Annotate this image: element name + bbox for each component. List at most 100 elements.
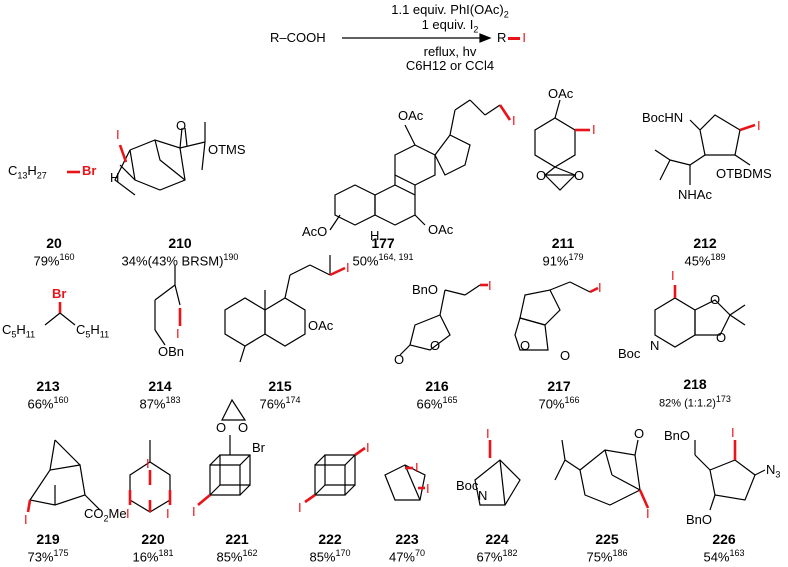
structure-215 — [224, 255, 346, 363]
label-otms: OTMS — [208, 142, 246, 157]
label-o-221a: O — [216, 420, 227, 435]
compound-number: 221 — [225, 531, 249, 547]
label-br-221: Br — [252, 440, 265, 455]
label-oac-215: OAc — [308, 318, 334, 333]
label-oac-177-top: OAc — [398, 108, 424, 123]
label-obn-214: OBn — [158, 344, 185, 359]
label-bno-226-bottom: BnO — [686, 512, 713, 527]
label-i-221: I — [192, 504, 196, 519]
label-o-221b: O — [238, 420, 249, 435]
label-bochn: BocHN — [642, 110, 684, 125]
label-o-216b: O — [394, 352, 405, 367]
compound-number: 222 — [318, 531, 342, 547]
compound-yield: 34%(43% BRSM)190 — [121, 252, 239, 269]
compound-yield: 75%186 — [586, 548, 628, 565]
label-h-177: H — [370, 228, 380, 243]
condition-line-1: reflux, hv — [423, 44, 477, 59]
compound-yield: 82% (1:1.2)173 — [659, 394, 731, 410]
compound-yield: 16%181 — [132, 548, 174, 565]
label-o-211b: O — [574, 168, 585, 183]
structure-212 — [654, 114, 756, 185]
structure-226 — [694, 440, 766, 511]
compound-number: 177 — [371, 235, 395, 251]
label-aco-177: AcO — [302, 224, 328, 239]
structure-223 — [384, 464, 426, 501]
structure-177 — [329, 99, 512, 231]
label-i-220a: I — [146, 456, 150, 471]
label-co2me: CO2Me — [84, 506, 127, 524]
compound-number: 225 — [595, 531, 619, 547]
label-i-222b: I — [298, 500, 302, 515]
structure-220 — [128, 440, 172, 513]
label-i-220c: I — [166, 506, 170, 521]
compound-number: 212 — [693, 235, 717, 251]
condition-line-2: C6H12 or CCl4 — [405, 58, 495, 73]
label-n3: N3 — [766, 462, 781, 480]
compound-yield: 54%163 — [703, 548, 745, 565]
label-o-216a: O — [430, 338, 441, 353]
compound-number: 219 — [36, 531, 60, 547]
label-otbdms: OTBDMS — [716, 166, 772, 181]
compound-yield: 91%179 — [542, 252, 584, 269]
label-i-224: I — [486, 426, 490, 441]
label-br-20: Br — [82, 163, 97, 178]
structure-210 — [114, 122, 206, 196]
label-i-222a: I — [366, 440, 370, 455]
compound-yield: 50%164, 191 — [352, 252, 414, 269]
label-o-218a: O — [710, 292, 721, 307]
label-h-210: H — [110, 170, 120, 185]
compound-number: 20 — [46, 235, 62, 251]
compound-number: 223 — [395, 531, 419, 547]
label-o-217a: O — [520, 338, 531, 353]
structure-216 — [399, 283, 488, 356]
label-i-177: I — [512, 113, 516, 128]
label-o-225: O — [634, 426, 645, 441]
label-i-225: I — [646, 506, 650, 521]
structure-211 — [534, 99, 590, 191]
compound-number: 216 — [425, 378, 449, 394]
label-o-211a: O — [536, 168, 547, 183]
compound-number: 224 — [485, 531, 509, 547]
label-n-224: N — [478, 488, 488, 503]
label-n-218: N — [650, 338, 660, 353]
compound-yield: 66%165 — [416, 395, 458, 412]
label-nhac: NHAc — [678, 187, 712, 202]
label-c5h11-right: C5H11 — [76, 322, 110, 340]
compound-yield: 45%189 — [684, 252, 726, 269]
compound-number: 210 — [168, 235, 192, 251]
compound-yield: 85%162 — [216, 548, 258, 565]
structure-213 — [44, 302, 76, 326]
structure-225 — [554, 439, 650, 509]
label-o-210: O — [176, 118, 187, 133]
compound-yield: 87%183 — [139, 395, 181, 412]
label-i-223b: I — [426, 481, 430, 496]
compound-number: 215 — [268, 378, 292, 394]
label-i-219: I — [24, 512, 28, 527]
label-i-220b: I — [126, 506, 130, 521]
structure-224 — [474, 440, 521, 506]
label-boc-218: Boc — [618, 346, 641, 361]
label-i-211: I — [592, 122, 596, 137]
label-oac-211: OAc — [548, 86, 574, 101]
compound-yield: 73%175 — [27, 548, 69, 565]
label-i-216: I — [488, 278, 492, 293]
compound-yield: 79%160 — [33, 252, 75, 269]
label-i-215: I — [346, 260, 350, 275]
label-boc-224: Boc — [456, 478, 479, 493]
compound-number: 213 — [36, 378, 60, 394]
compound-yield: 67%182 — [476, 548, 518, 565]
compound-number: 211 — [551, 235, 575, 251]
compound-yield: 76%174 — [259, 395, 301, 412]
label-i-226: I — [731, 425, 735, 440]
compound-number: 226 — [712, 531, 736, 547]
label-oac-177-bottom: OAc — [428, 222, 454, 237]
label-i-214: I — [176, 326, 180, 341]
label-c5h11-left: C5H11 — [2, 322, 36, 340]
compound-yield: 66%160 — [27, 395, 69, 412]
label-i-217: I — [598, 280, 602, 295]
compound-yield: 47%70 — [388, 548, 426, 565]
label-i-212: I — [757, 118, 761, 133]
compound-yield: 70%166 — [538, 395, 580, 412]
label-o-218b: O — [716, 330, 727, 345]
